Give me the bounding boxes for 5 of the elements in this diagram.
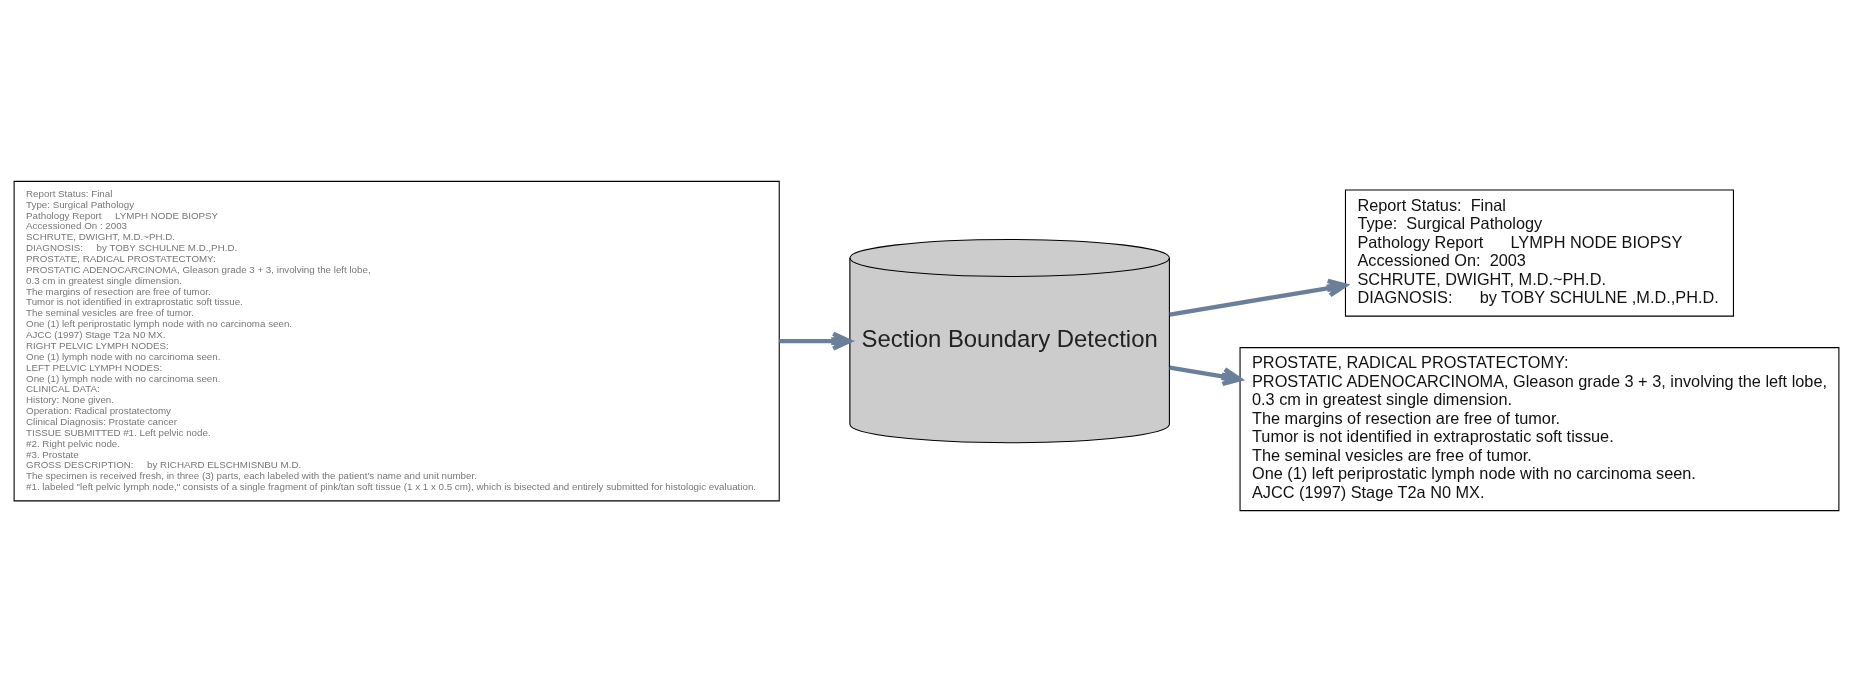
node-box: Report Status: Final Type: Surgical Pathology Pathology Report LYMPH NODE BIOPSY Accessioned On: 2003 SCHRUTE, DWIGHT, M.D.~PH.D. DIAGNOSIS: by TOBY SCHULNE ,M.D.,PH.D. bbox=[1344, 189, 1734, 317]
node-box: Report Status: Final Type: Surgical Pathology Pathology Report LYMPH NODE BIOPSY Accessioned On : 2003 SCHRUTE, DWIGHT, M.D.~PH.D. DIAGNOSIS: by TOBY SCHULNE M.D.,PH.D. PROSTATE, RADICAL PROSTATECTOMY: PROSTATIC ADENOCARCINOMA, Gleason grade 3 + 3, involving the left lobe, 0.3 cm in greatest single dimension. The margins of resection are free of tumor. Tumor is not identified in extraprostatic soft tissue. The seminal vesicles are free of tumor. One (1) left periprostatic lymph node with no carcinoma seen. AJCC (1997) Stage T2a N0 MX. RIGHT PELVIC LYMPH NODES: One (1) lymph node with no carcinoma seen. LEFT PELVIC LYMPH NODES: One (1) lymph node with no carcinoma seen. CLINICAL DATA: History: None given. Operation: Radical prostatectomy Clinical Diagnosis: Prostate cancer TISSUE SUBMITTED #1. Left pelvic node. #2. Right pelvic node. #3. Prostate GROSS DESCRIPTION: by RICHARD ELSCHMISNBU M.D. The specimen is received fresh, in three (3) parts, each labeled with the patient's name and unit number. #1. labeled "left pelvic lymph node," consists of a single fragment of pink/tan soft tissue (1 x 1 x 0.5 cm), which is bisected and entirely submitted for histologic evaluation. bbox=[13, 180, 780, 502]
arrow bbox=[1168, 365, 1242, 387]
node-box: PROSTATE, RADICAL PROSTATECTOMY: PROSTATIC ADENOCARCINOMA, Gleason grade 3 + 3, involving the left lobe, 0.3 cm in greatest single dimension. The margins of resection are free of tumor. Tumor is not identified in extraprostatic soft tissue. The seminal vesicles are free of tumor. One (1) left periprostatic lymph node with no carcinoma seen. AJCC (1997) Stage T2a N0 MX. bbox=[1239, 347, 1839, 512]
arrow bbox=[778, 331, 852, 351]
